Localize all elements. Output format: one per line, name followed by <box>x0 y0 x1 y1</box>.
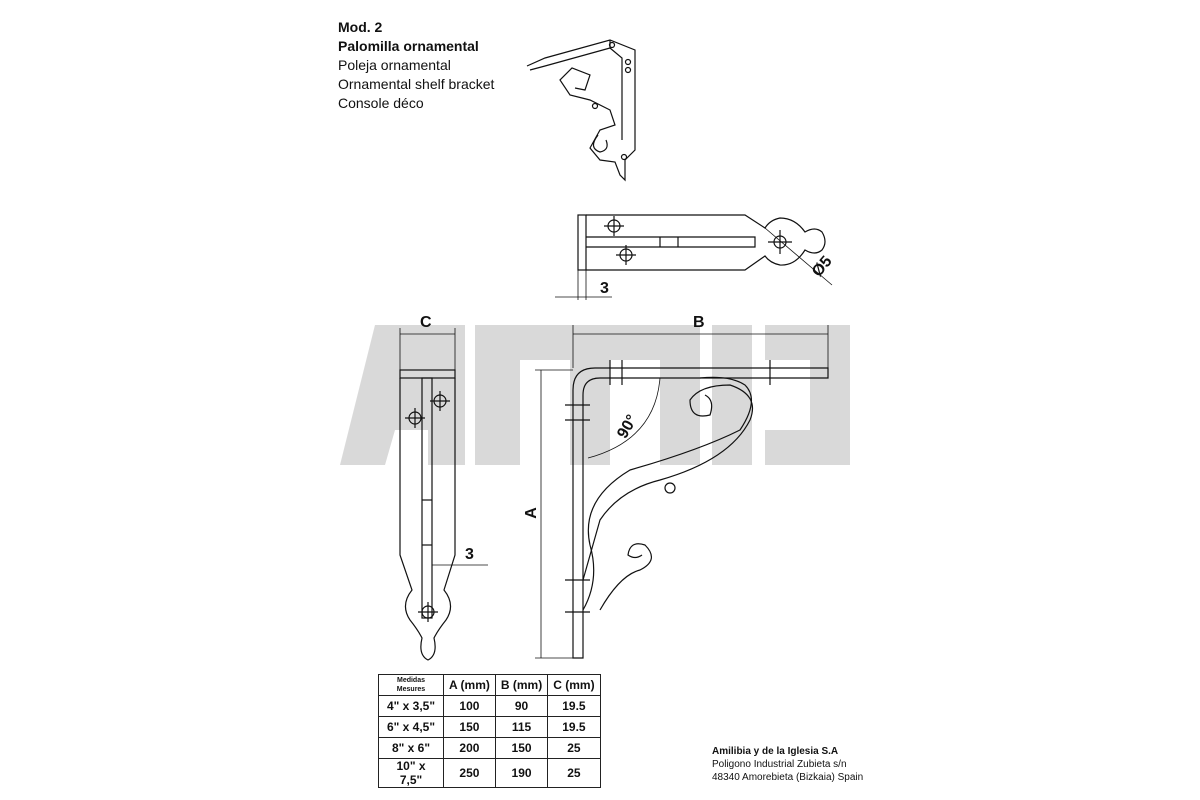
model-number: Mod. 2 <box>338 19 383 35</box>
product-name-en: Ornamental shelf bracket <box>338 76 495 92</box>
b-cell: 150 <box>494 737 549 759</box>
header-b: B (mm) <box>494 674 549 696</box>
c-cell: 25 <box>547 737 601 759</box>
size-cell: 4" x 3,5" <box>378 695 444 717</box>
c-cell: 19.5 <box>547 716 601 738</box>
a-cell: 100 <box>443 695 496 717</box>
dimension-c-label: C <box>420 314 432 331</box>
header-medidas: Medidas <box>396 677 425 684</box>
size-cell: 6" x 4,5" <box>378 716 444 738</box>
header-mesures: Mesures <box>396 686 426 693</box>
company-address: Poligono Industrial Zubieta s/n <box>712 759 847 770</box>
c-cell: 19.5 <box>547 695 601 717</box>
dimension-a-label: A <box>522 507 540 519</box>
c-cell: 25 <box>547 758 601 788</box>
size-cell: 10" x 7,5" <box>378 758 444 788</box>
b-cell: 90 <box>494 695 549 717</box>
a-cell: 250 <box>443 758 496 788</box>
product-name: Palomilla ornamental <box>338 38 479 54</box>
bracket-front-view <box>535 325 829 659</box>
bracket-isometric <box>526 39 636 182</box>
company-info: Amilibia y de la Iglesia S.A Poligono In… <box>712 745 863 784</box>
a-cell: 150 <box>443 716 496 738</box>
dimension-b-label: B <box>693 314 705 331</box>
bracket-top-view <box>555 214 833 300</box>
company-city: 48340 Amorebieta (Bizkaia) Spain <box>712 772 864 783</box>
header-c: C (mm) <box>547 674 601 696</box>
header-a: A (mm) <box>443 674 496 696</box>
product-name-fr: Console déco <box>338 95 424 111</box>
product-name-eu: Poleja ornamental <box>338 57 451 73</box>
a-cell: 200 <box>443 737 496 759</box>
company-name: Amilibia y de la Iglesia S.A <box>712 746 839 757</box>
title-block: Mod. 2 Palomilla ornamental Poleja ornam… <box>338 18 494 113</box>
b-cell: 115 <box>494 716 549 738</box>
watermark-logo <box>340 325 850 465</box>
thickness-side-label: 3 <box>465 546 474 563</box>
size-cell: 8" x 6" <box>378 737 444 759</box>
bracket-side-view <box>399 328 488 661</box>
thickness-top-label: 3 <box>600 280 609 297</box>
b-cell: 190 <box>494 758 549 788</box>
